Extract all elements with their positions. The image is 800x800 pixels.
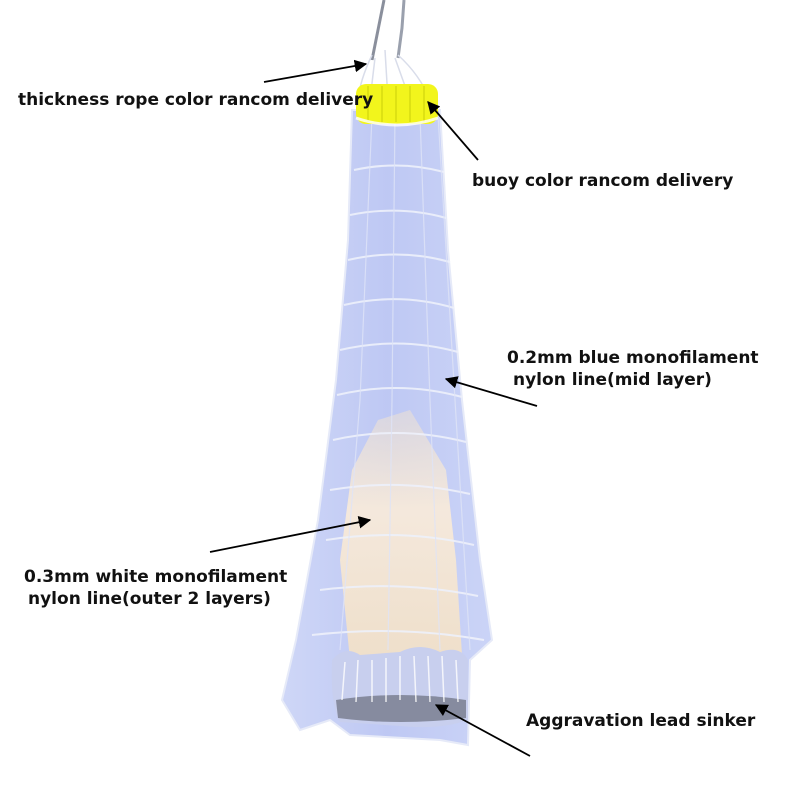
- label-blue-line-1: 0.2mm blue monofilament: [507, 348, 759, 368]
- label-sinker-text: Aggravation lead sinker: [526, 711, 756, 731]
- label-sinker: Aggravation lead sinker: [526, 710, 755, 732]
- label-white-line: 0.3mm white monofilament nylon line(oute…: [24, 566, 287, 610]
- label-buoy-text: buoy color rancom delivery: [472, 171, 734, 191]
- buoy-ring: [355, 84, 439, 127]
- label-rope-text: thickness rope color rancom delivery: [18, 90, 374, 110]
- label-blue-line: 0.2mm blue monofilament nylon line(mid l…: [507, 347, 759, 391]
- label-buoy: buoy color rancom delivery: [472, 170, 733, 192]
- label-blue-line-2: nylon line(mid layer): [513, 370, 712, 390]
- net-body: [280, 109, 494, 747]
- label-white-line-1: 0.3mm white monofilament: [24, 567, 288, 587]
- arrow-white-line: [209, 516, 372, 553]
- label-white-line-2: nylon line(outer 2 layers): [28, 589, 271, 609]
- arrow-rope: [263, 59, 368, 83]
- arrow-buoy: [427, 101, 479, 161]
- label-rope: thickness rope color rancom delivery: [18, 89, 373, 111]
- lead-sinker: [331, 647, 468, 728]
- arrow-sinker: [434, 704, 531, 757]
- leader-arrows: [209, 59, 538, 757]
- hanging-rope: [357, 0, 431, 101]
- arrow-blue-line: [444, 376, 538, 407]
